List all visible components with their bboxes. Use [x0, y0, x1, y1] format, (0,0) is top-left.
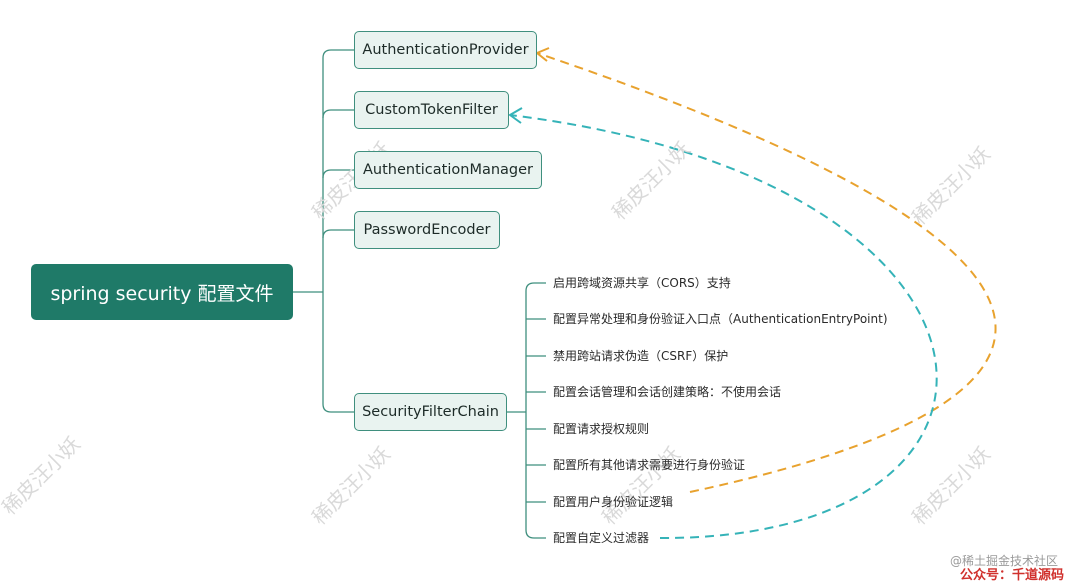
orange-dashed-arrow [536, 52, 997, 493]
chain-item[interactable]: 配置请求授权规则 [553, 422, 650, 436]
community-watermark: @稀土掘金技术社区 [950, 554, 1059, 568]
node-authentication-manager[interactable]: AuthenticationManager [354, 151, 542, 189]
branch-connector-provider [322, 49, 354, 292]
orange-arrowhead [535, 47, 550, 62]
chain-item[interactable]: 配置会话管理和会话创建策略：不使用会话 [553, 385, 782, 399]
node-custom-token-filter[interactable]: CustomTokenFilter [354, 91, 509, 129]
chain-item[interactable]: 配置用户身份验证逻辑 [553, 495, 674, 509]
chain-sub-connector [525, 282, 546, 292]
chain-sub-connectors [525, 282, 546, 539]
teal-arrowhead [508, 107, 523, 124]
chain-item[interactable]: 配置自定义过滤器 [553, 531, 650, 545]
chain-item[interactable]: 配置异常处理和身份验证入口点（AuthenticationEntryPoint) [553, 312, 888, 326]
node-password-encoder[interactable]: PasswordEncoder [354, 211, 500, 249]
node-security-filter-chain[interactable]: SecurityFilterChain [354, 393, 507, 431]
chain-sub-connector [525, 529, 546, 539]
branch-connector-filter [322, 109, 354, 119]
root-node[interactable]: spring security 配置文件 [31, 264, 293, 320]
branch-connector-encoder [322, 229, 354, 239]
branch-connector-manager [322, 169, 354, 179]
node-authentication-provider[interactable]: AuthenticationProvider [354, 31, 537, 69]
chain-item[interactable]: 启用跨域资源共享（CORS）支持 [553, 276, 731, 290]
teal-dashed-arrow [509, 114, 938, 540]
account-watermark: 公众号：千道源码 [960, 568, 1065, 583]
chain-item[interactable]: 禁用跨站请求伪造（CSRF）保护 [553, 349, 729, 363]
branch-connector-chain [322, 292, 354, 413]
chain-item[interactable]: 配置所有其他请求需要进行身份验证 [553, 458, 746, 472]
